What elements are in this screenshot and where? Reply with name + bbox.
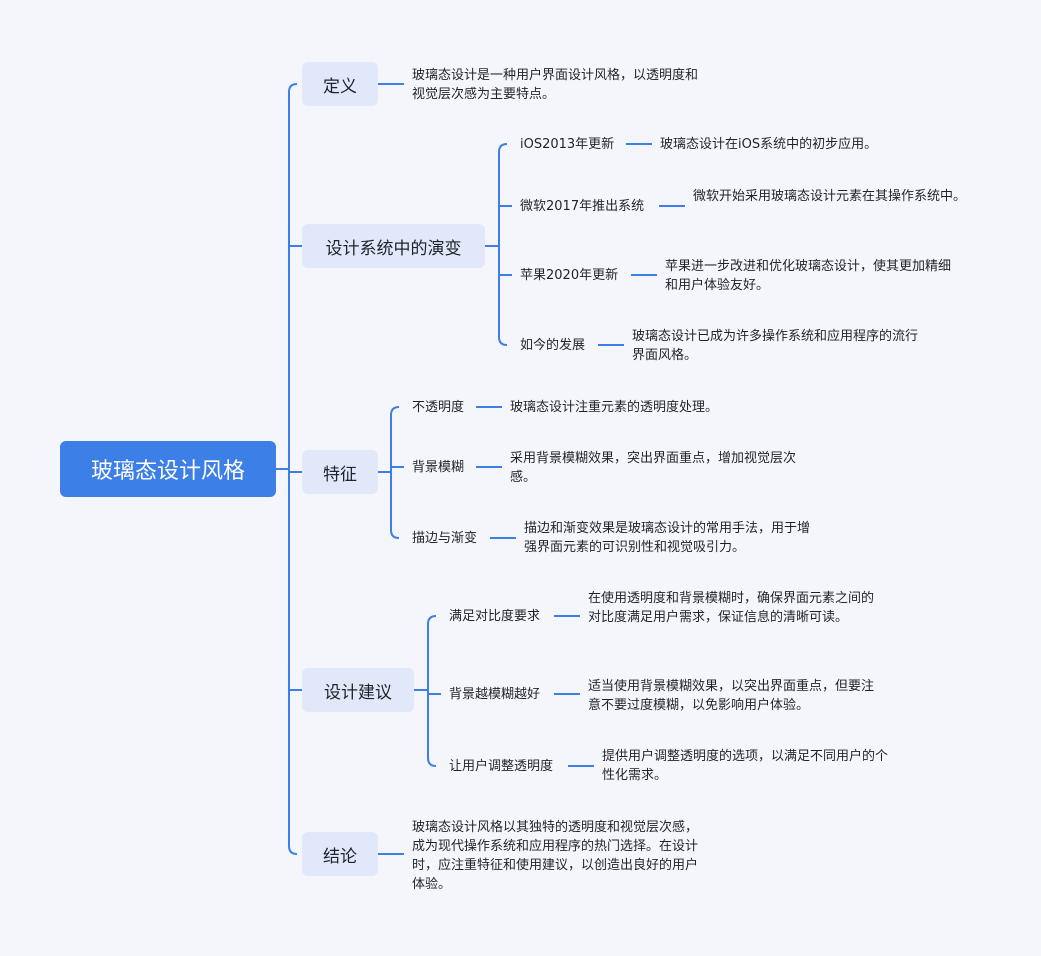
root-node[interactable]: 玻璃态设计风格	[60, 441, 276, 497]
branch-suggestions[interactable]: 设计建议	[302, 668, 414, 712]
branch-definition[interactable]: 定义	[302, 62, 378, 106]
connector	[288, 83, 298, 855]
feature-desc-blur: 采用背景模糊效果，突出界面重点，增加视觉层次感。	[510, 451, 797, 485]
feature-item-opacity[interactable]: 不透明度	[412, 400, 465, 415]
connector	[427, 615, 437, 767]
conclusion-note: 玻璃态设计风格以其独特的透明度和视觉层次感，成为现代操作系统和应用程序的热门选择…	[412, 820, 699, 892]
branch-conclusion[interactable]: 结论	[302, 832, 378, 876]
evolution-item-apple2020[interactable]: 苹果2020年更新	[520, 268, 619, 283]
evolution-item-ios2013[interactable]: iOS2013年更新	[520, 137, 615, 152]
suggestion-item-adjust-opacity[interactable]: 让用户调整透明度	[449, 759, 554, 774]
evolution-item-microsoft2017[interactable]: 微软2017年推出系统	[520, 199, 645, 214]
feature-desc-opacity: 玻璃态设计注重元素的透明度处理。	[510, 400, 719, 415]
suggestion-item-blur-more[interactable]: 背景越模糊越好	[449, 687, 541, 702]
suggestion-desc-adjust-opacity: 提供用户调整透明度的选项，以满足不同用户的个性化需求。	[602, 749, 889, 783]
evolution-desc-apple2020: 苹果进一步改进和优化玻璃态设计，使其更加精细和用户体验友好。	[665, 259, 952, 293]
suggestion-desc-contrast: 在使用透明度和背景模糊时，确保界面元素之间的对比度满足用户需求，保证信息的清晰可…	[588, 591, 875, 625]
suggestion-item-contrast[interactable]: 满足对比度要求	[449, 609, 541, 624]
branch-evolution[interactable]: 设计系统中的演变	[302, 224, 485, 268]
feature-item-blur[interactable]: 背景模糊	[412, 460, 465, 475]
feature-item-stroke-gradient[interactable]: 描边与渐变	[412, 531, 478, 546]
suggestion-desc-blur-more: 适当使用背景模糊效果，以突出界面重点，但要注意不要过度模糊，以免影响用户体验。	[588, 679, 875, 713]
feature-desc-stroke-gradient: 描边和渐变效果是玻璃态设计的常用手法，用于增强界面元素的可识别性和视觉吸引力。	[524, 521, 811, 555]
connector	[498, 143, 508, 346]
branch-features[interactable]: 特征	[302, 450, 378, 494]
evolution-desc-today: 玻璃态设计已成为许多操作系统和应用程序的流行界面风格。	[632, 329, 919, 363]
connector	[390, 406, 400, 539]
definition-note: 玻璃态设计是一种用户界面设计风格，以透明度和视觉层次感为主要特点。	[412, 68, 699, 102]
evolution-item-today[interactable]: 如今的发展	[520, 338, 586, 353]
evolution-desc-ios2013: 玻璃态设计在iOS系统中的初步应用。	[660, 137, 878, 152]
evolution-desc-microsoft2017: 微软开始采用玻璃态设计元素在其操作系统中。	[693, 189, 967, 204]
